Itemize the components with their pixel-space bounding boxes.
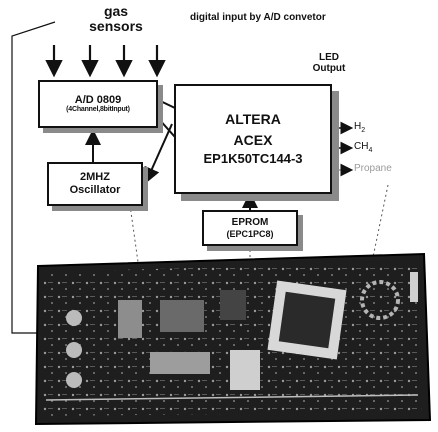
output-ch4-label: CH4 (354, 141, 372, 155)
output-ch4-text: CH (354, 141, 368, 152)
pcb-board-photo (36, 254, 430, 424)
adc-block: A/D 0809 (4Channel,8bitInput) (38, 80, 158, 128)
output-h2-label: H2 (354, 121, 365, 135)
oscillator-block: 2MHZ Oscillator (47, 162, 143, 206)
altera-fpga-block: ALTERA ACEX EP1K50TC144-3 (174, 84, 332, 194)
eprom-block: EPROM (EPC1PC8) (202, 210, 298, 246)
fpga-line3: EP1K50TC144-3 (204, 152, 303, 167)
gas-label-line1: gas (77, 4, 155, 19)
oscillator-line1: 2MHZ (80, 171, 110, 184)
fpga-line1: ALTERA (225, 111, 281, 127)
output-propane-label: Propane (354, 163, 392, 174)
output-h2-subscript: 2 (361, 127, 365, 134)
output-arrows (332, 128, 350, 170)
eprom-line1: EPROM (232, 217, 269, 229)
led-output-label: LED Output (309, 52, 349, 74)
oscillator-line2: Oscillator (70, 184, 121, 197)
gas-sensors-label: gas sensors (77, 4, 155, 35)
output-ch4-subscript: 4 (368, 147, 372, 154)
eprom-line2: (EPC1PC8) (226, 229, 273, 239)
digital-input-label: digital input by A/D convetor (190, 12, 326, 23)
gas-label-line2: sensors (77, 19, 155, 34)
led-output-line1: LED (309, 52, 349, 63)
led-output-line2: Output (309, 63, 349, 74)
fpga-line2: ACEX (234, 132, 273, 148)
adc-subtitle: (4Channel,8bitInput) (66, 106, 130, 114)
adc-title: A/D 0809 (75, 94, 121, 107)
sensor-input-arrows (54, 45, 157, 73)
